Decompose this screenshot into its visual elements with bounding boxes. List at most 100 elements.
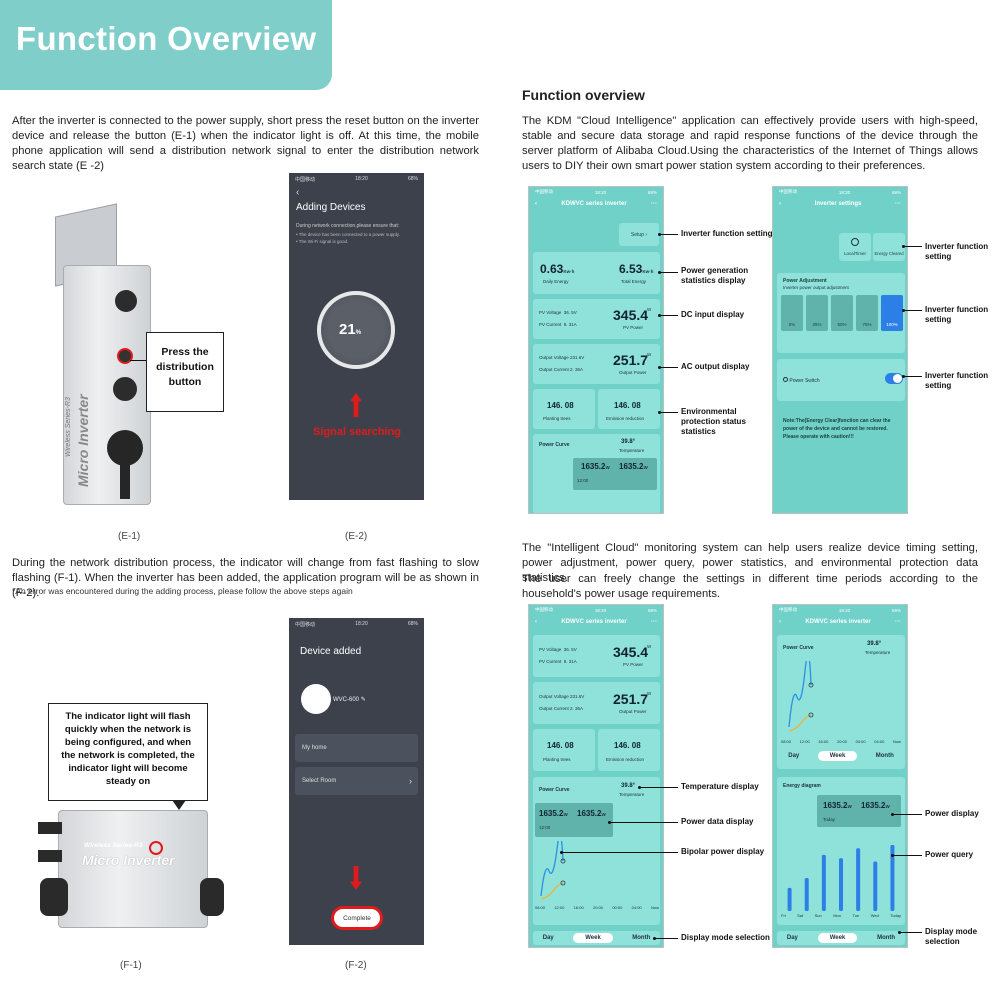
callout-dc-input: DC input display xyxy=(681,310,745,319)
power-switch-toggle[interactable] xyxy=(885,373,903,384)
power-level-5[interactable]: 5% xyxy=(781,295,803,331)
power-level-25[interactable]: 25% xyxy=(806,295,828,331)
inverter2-name-label: Micro Inverter xyxy=(82,852,175,868)
power-icon xyxy=(783,377,788,382)
inverter-illustration-e1: Wireless Series-R3 Micro Inverter xyxy=(35,203,155,515)
progress-percent: 21% xyxy=(339,321,362,338)
back-icon[interactable]: ‹ xyxy=(779,201,781,207)
energy-bar-chart xyxy=(787,845,895,912)
power-display-box: 1635.2W 1635.2W Today xyxy=(817,795,901,827)
reset-button-highlight xyxy=(117,348,133,364)
tab-week[interactable]: Week xyxy=(817,933,858,943)
more-icon[interactable]: ··· xyxy=(894,619,901,625)
energy-bar-5[interactable] xyxy=(873,861,878,912)
x-tick-0: 08:00 xyxy=(535,905,546,910)
caption-e2: (E-2) xyxy=(345,531,368,542)
inverter-illustration-f1 xyxy=(58,810,208,928)
power-level-50[interactable]: 50% xyxy=(831,295,853,331)
energy-diagram-card: Energy diagram 1635.2W 1635.2W Today Fri… xyxy=(777,777,905,925)
device-name[interactable]: WVC-600 ✎ xyxy=(333,697,366,703)
page-title: Function Overview xyxy=(16,20,317,57)
ac-output-card-2: Output Voltage 231.6V Output Current 2. … xyxy=(533,682,660,724)
more-icon[interactable]: ··· xyxy=(895,201,901,207)
power-level-75[interactable]: 75% xyxy=(856,295,878,331)
day-label-1: Sat xyxy=(797,913,804,918)
energy-bar-1[interactable] xyxy=(804,878,809,911)
day-label-6: Today xyxy=(890,913,901,918)
energy-cleared-button[interactable]: Energy Cleared xyxy=(873,233,905,261)
energy-bar-4[interactable] xyxy=(856,848,861,911)
callout-settings-1: Inverter function setting xyxy=(925,242,989,261)
intro-paragraph: After the inverter is connected to the p… xyxy=(12,115,479,172)
bipolar-curve xyxy=(540,841,566,900)
progress-ring xyxy=(317,291,395,369)
callout-power-generation: Power generation statistics display xyxy=(681,266,749,285)
edit-icon[interactable]: ✎ xyxy=(360,697,366,703)
power-curve-card-2: Power Curve 39.8° Temperature 1635.2W 16… xyxy=(533,777,660,925)
callout-display-mode-2: Display mode selection xyxy=(925,927,978,946)
tab-month[interactable]: Month xyxy=(877,935,896,941)
phone-adding-devices: 中国移动 18:20 68% ‹ Adding Devices During n… xyxy=(289,173,424,500)
setup-button[interactable]: Setup › xyxy=(619,223,659,246)
emission-card: 146. 08 Emission reduction xyxy=(598,389,660,429)
more-icon[interactable]: ··· xyxy=(650,201,657,207)
complete-button[interactable]: Complete xyxy=(331,906,383,930)
power-level-100[interactable]: 100% xyxy=(881,295,903,331)
tab-day[interactable]: Day xyxy=(542,935,554,941)
back-icon[interactable]: ‹ xyxy=(779,619,781,625)
energy-bar-3[interactable] xyxy=(839,858,843,911)
phone-device-added: 中国移动 18:20 68% Device added WVC-600 ✎ My… xyxy=(289,618,424,945)
power-switch-card: Power Switch xyxy=(777,359,905,401)
caption-f1: (F-1) xyxy=(120,960,142,971)
more-icon[interactable]: ··· xyxy=(650,619,657,625)
ac-connector xyxy=(107,430,143,466)
power-curve-card: Power Curve 39.8° Temperature 1635.2W 16… xyxy=(533,434,660,513)
dc-connector xyxy=(115,290,137,312)
x-tick-2: 16:00 xyxy=(573,905,584,910)
local-timer-button[interactable]: LocalTimer xyxy=(839,233,871,261)
energy-bar-2[interactable] xyxy=(821,854,826,911)
back-icon[interactable]: ‹ xyxy=(296,187,300,198)
day-label-5: Wed xyxy=(870,913,879,918)
room-select[interactable]: Select Room› xyxy=(295,767,418,795)
tab-month[interactable]: Month xyxy=(632,935,651,941)
callout-temperature: Temperature display xyxy=(681,782,759,791)
tab-day[interactable]: Day xyxy=(788,753,800,759)
back-icon[interactable]: ‹ xyxy=(535,201,537,207)
energy-card: 0.63Kw·h Daily Energy 6.53Kw·h Total Ene… xyxy=(533,252,660,294)
back-icon[interactable]: ‹ xyxy=(535,619,537,625)
x-tick-2: 16:00 xyxy=(818,739,829,744)
dc-input-card-2: PV Voltage 36. 5V PV Current 9. 31A 345.… xyxy=(533,635,660,677)
x-tick-4: 00:00 xyxy=(612,905,623,910)
chevron-right-icon: › xyxy=(409,776,412,786)
caption-f2: (F-2) xyxy=(345,960,367,971)
callout-display-mode: Display mode selection xyxy=(681,933,770,942)
inverter2-series-label: Wireless Series-R3 xyxy=(84,842,143,849)
indicator-light-highlight xyxy=(149,841,163,855)
indicator-callout: The indicator light will flash quickly w… xyxy=(48,703,208,801)
home-select[interactable]: My home xyxy=(295,734,418,762)
display-mode-tabs: Day Week Month xyxy=(533,931,660,945)
callout-power-query: Power query xyxy=(925,850,974,859)
connector-left-1 xyxy=(38,822,62,834)
right-paragraph-2b: The user can freely change the settings … xyxy=(522,573,978,600)
energy-bar-0[interactable] xyxy=(787,887,792,911)
callout-environmental: Environmental protection status statisti… xyxy=(681,407,746,436)
x-tick-3: 20:00 xyxy=(592,905,603,910)
display-mode-tabs-2: Day Week Month xyxy=(779,749,903,763)
tab-week[interactable]: Week xyxy=(817,751,858,761)
energy-bar-6[interactable] xyxy=(890,845,895,911)
power-level-options: 5% 25% 50% 75% 100% xyxy=(781,295,903,335)
tab-day[interactable]: Day xyxy=(786,935,798,941)
callout-bipolar: Bipolar power display xyxy=(681,847,765,856)
ac-cable xyxy=(120,463,130,499)
tab-month[interactable]: Month xyxy=(875,753,894,759)
dc-input-card: PV Voltage 36. 5V PV Current 9. 31A 345.… xyxy=(533,299,660,339)
emission-card-2: 146. 08 Emission reduction xyxy=(598,729,660,771)
tab-week[interactable]: Week xyxy=(573,933,613,943)
x-tick-3: 20:00 xyxy=(836,739,847,744)
